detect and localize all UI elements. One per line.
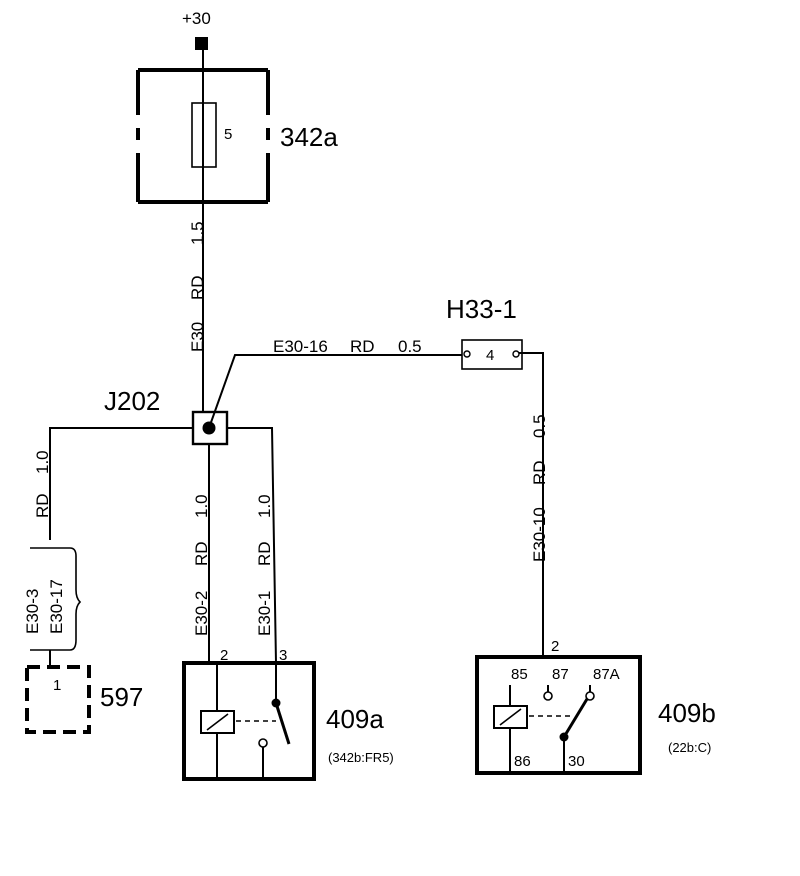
wire-e30-16-color: RD xyxy=(350,337,375,356)
wire-bundle-brace xyxy=(30,547,82,651)
connector-ref-label: H33-1 xyxy=(446,294,517,324)
wire-e30-1-size: 1.0 xyxy=(255,494,274,518)
junction-ref-label: J202 xyxy=(104,386,160,416)
relay-409a-pin-3: 3 xyxy=(279,647,287,664)
wire-e30-2-size: 1.0 xyxy=(192,494,211,518)
wire-left-branch xyxy=(49,427,193,540)
connector-pin-number: 4 xyxy=(486,347,494,364)
wire-e30-16 xyxy=(208,354,462,429)
component-597-pin: 1 xyxy=(53,677,61,694)
relay-409b-pin-87a: 87A xyxy=(593,666,620,683)
wire-e30-10-color: RD xyxy=(530,460,549,485)
wire-e30-16-id: E30-16 xyxy=(273,337,328,356)
fuse-box-342a xyxy=(136,68,270,204)
left-wire-color: RD xyxy=(33,493,52,518)
left-wire-id-1: E30-3 xyxy=(23,589,42,634)
supply-terminal xyxy=(195,37,208,50)
connector-pin-right xyxy=(512,350,520,358)
relay-409b-contact-87 xyxy=(543,691,553,701)
main-wire-id: E30 xyxy=(188,322,207,352)
relay-409b-pin-85: 85 xyxy=(511,666,528,683)
relay-409b-pin-87: 87 xyxy=(552,666,569,683)
relay-409a-label: 409a xyxy=(326,704,384,734)
fuse-number: 5 xyxy=(224,126,232,143)
main-wire-size: 1.5 xyxy=(188,221,207,245)
supply-label: +30 xyxy=(182,9,211,28)
wire-e30-1-color: RD xyxy=(255,541,274,566)
relay-409a-contact xyxy=(258,738,268,748)
wire-e30-10-id: E30-10 xyxy=(530,507,549,562)
connector-h33-box xyxy=(461,339,523,370)
left-wire-id-2: E30-17 xyxy=(47,579,66,634)
relay-409a-sub-label: (342b:FR5) xyxy=(328,750,394,765)
relay-409b-coil-diagonal xyxy=(499,708,522,726)
main-wire-color: RD xyxy=(188,275,207,300)
component-597-box xyxy=(25,665,91,734)
wire-e30-1-id: E30-1 xyxy=(255,591,274,636)
relay-409b-contact-87a xyxy=(585,691,595,701)
wire-e30-16-size: 0.5 xyxy=(398,337,422,356)
relay-409a-pin-2: 2 xyxy=(220,647,228,664)
relay-409b-label: 409b xyxy=(658,698,716,728)
relay-409b-pin-2: 2 xyxy=(551,638,559,655)
relay-409b-switch-blade xyxy=(562,698,589,738)
connector-pin-left xyxy=(463,350,471,358)
wire-e30-1 xyxy=(227,427,277,664)
relay-409b-box xyxy=(475,655,642,775)
relay-409a-switch-blade xyxy=(274,702,291,745)
wire-e30-2-id: E30-2 xyxy=(192,591,211,636)
relay-409b-sub-label: (22b:C) xyxy=(668,740,711,755)
relay-409a-box xyxy=(182,661,316,781)
relay-409b-pin-30: 30 xyxy=(568,753,585,770)
component-597-label: 597 xyxy=(100,682,143,712)
relay-409b-pin-86: 86 xyxy=(514,753,531,770)
wire-e30-2-color: RD xyxy=(192,541,211,566)
left-wire-size: 1.0 xyxy=(33,450,52,474)
relay-409a-coil-diagonal xyxy=(206,713,229,731)
wire-e30-10-size: 0.5 xyxy=(530,414,549,438)
fuse-ref-label: 342a xyxy=(280,122,338,152)
wire-e30-10 xyxy=(519,352,544,655)
